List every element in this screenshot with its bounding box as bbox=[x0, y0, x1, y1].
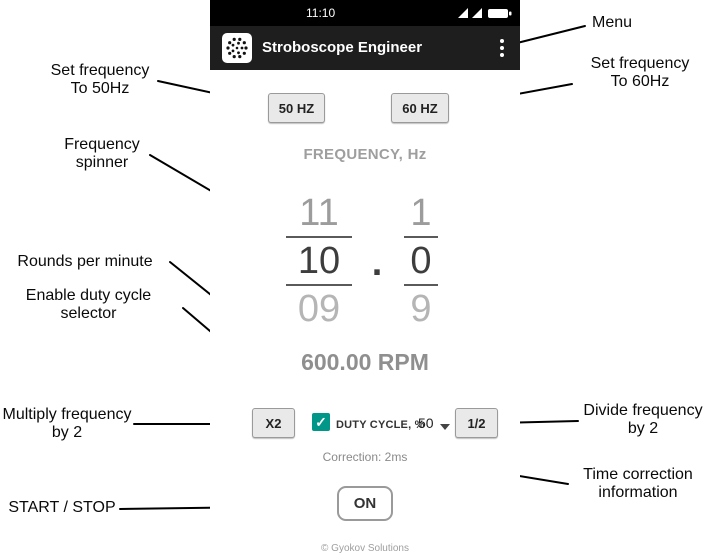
annotation-text: Frequency bbox=[64, 136, 140, 153]
annotation-set-50hz: Set frequency To 50Hz bbox=[35, 62, 165, 98]
battery-icon bbox=[488, 9, 508, 18]
annotation-text: by 2 bbox=[627, 419, 659, 437]
multiply-by-2-button[interactable]: X2 bbox=[252, 408, 295, 438]
rpm-readout: 600.00 RPM bbox=[301, 349, 429, 375]
copyright-footer: © Gyokov Solutions bbox=[321, 543, 409, 554]
app-icon bbox=[222, 33, 252, 63]
annotation-text: Time correction bbox=[583, 466, 693, 483]
status-icons bbox=[458, 8, 512, 18]
frequency-label: FREQUENCY, Hz bbox=[303, 146, 427, 163]
status-bar: 11:10 bbox=[210, 0, 520, 26]
spinner-prev-value[interactable]: 11 bbox=[299, 192, 339, 234]
annotation-text: Enable duty cycle bbox=[25, 287, 152, 304]
annotation-text: Divide frequency bbox=[583, 402, 703, 419]
annotation-text: To 50Hz bbox=[70, 79, 130, 97]
dropdown-arrow-icon[interactable] bbox=[440, 424, 450, 430]
annotation-text: To 60Hz bbox=[610, 72, 670, 90]
annotation-divide-by-2: Divide frequency by 2 bbox=[578, 402, 708, 438]
spinner-next-value[interactable]: 9 bbox=[410, 288, 432, 330]
annotation-text: information bbox=[598, 483, 678, 501]
spinner-current-value[interactable]: 0 bbox=[404, 236, 438, 286]
annotation-frequency-spinner: Frequency spinner bbox=[42, 136, 162, 172]
spinner-next-value[interactable]: 09 bbox=[297, 288, 341, 330]
signal-icon bbox=[472, 8, 482, 18]
status-time: 11:10 bbox=[306, 6, 336, 20]
app-title: Stroboscope Engineer bbox=[262, 39, 423, 56]
correction-info: Correction: 2ms bbox=[322, 450, 408, 464]
annotation-menu: Menu bbox=[582, 14, 642, 32]
set-50hz-button[interactable]: 50 HZ bbox=[268, 93, 325, 123]
app-bar: Stroboscope Engineer bbox=[210, 26, 520, 70]
set-60hz-button[interactable]: 60 HZ bbox=[391, 93, 449, 123]
annotation-text: Menu bbox=[591, 14, 633, 31]
annotation-rounds-per-minute: Rounds per minute bbox=[4, 253, 166, 271]
frequency-spinner-tens[interactable]: 11 10 09 bbox=[286, 190, 352, 332]
annotation-text: Set frequency bbox=[590, 55, 690, 72]
annotation-text: by 2 bbox=[51, 423, 83, 441]
annotation-text: selector bbox=[60, 304, 117, 322]
annotation-text: START / STOP bbox=[8, 499, 116, 516]
duty-cycle-label: DUTY CYCLE, % bbox=[336, 419, 425, 431]
menu-icon[interactable] bbox=[500, 39, 504, 60]
annotation-start-stop: START / STOP bbox=[6, 499, 118, 517]
annotation-multiply-by-2: Multiply frequency by 2 bbox=[2, 406, 132, 442]
frequency-spinner-tenths[interactable]: 1 0 9 bbox=[404, 190, 438, 332]
annotation-text: spinner bbox=[75, 153, 129, 171]
check-icon: ✓ bbox=[315, 414, 327, 430]
annotation-text: Rounds per minute bbox=[17, 253, 153, 270]
line-menu bbox=[516, 25, 586, 44]
start-stop-button[interactable]: ON bbox=[337, 486, 393, 521]
annotation-time-correction: Time correction information bbox=[570, 466, 706, 502]
annotation-text: Multiply frequency bbox=[2, 406, 132, 423]
duty-cycle-checkbox[interactable]: ✓ bbox=[312, 413, 330, 431]
decimal-point: . bbox=[371, 242, 383, 284]
spinner-current-value[interactable]: 10 bbox=[286, 236, 352, 286]
annotation-set-60hz: Set frequency To 60Hz bbox=[574, 55, 706, 91]
signal-icon bbox=[458, 8, 468, 18]
annotation-enable-duty-cycle: Enable duty cycle selector bbox=[16, 287, 161, 323]
annotation-text: Set frequency bbox=[50, 62, 150, 79]
battery-tip-icon bbox=[509, 11, 512, 16]
spinner-prev-value[interactable]: 1 bbox=[410, 192, 432, 234]
duty-cycle-value-dropdown[interactable]: 50 bbox=[418, 415, 434, 431]
phone-screen: 11:10 bbox=[210, 0, 520, 560]
divide-by-2-button[interactable]: 1/2 bbox=[455, 408, 498, 438]
